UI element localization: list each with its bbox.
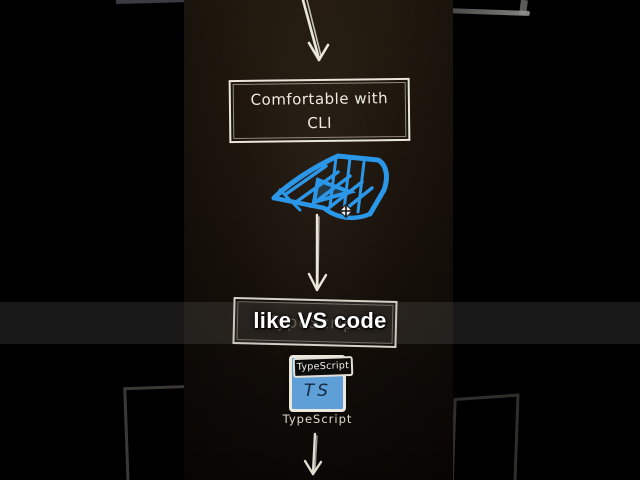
typescript-icon-label: TypeScript [282,412,353,426]
ambient-ghost-box-right [450,393,520,480]
down-arrow-icon [303,432,323,476]
cli-node-line1: Comfortable with [250,89,389,109]
down-arrow-icon [301,0,330,62]
caption-band [0,302,640,344]
caption-text: like VS code [253,308,387,333]
ambient-streak-top-left [116,0,191,4]
move-cursor-icon [339,204,353,218]
down-arrow-icon [307,213,328,292]
flowchart-node-cli: Comfortable with CLI [228,77,411,144]
typescript-icon-badge: TypeScript [292,355,354,379]
cli-node-line2: CLI [307,113,333,133]
typescript-icon-initials: TS [303,381,332,401]
blue-scribble-drawing [271,153,389,221]
